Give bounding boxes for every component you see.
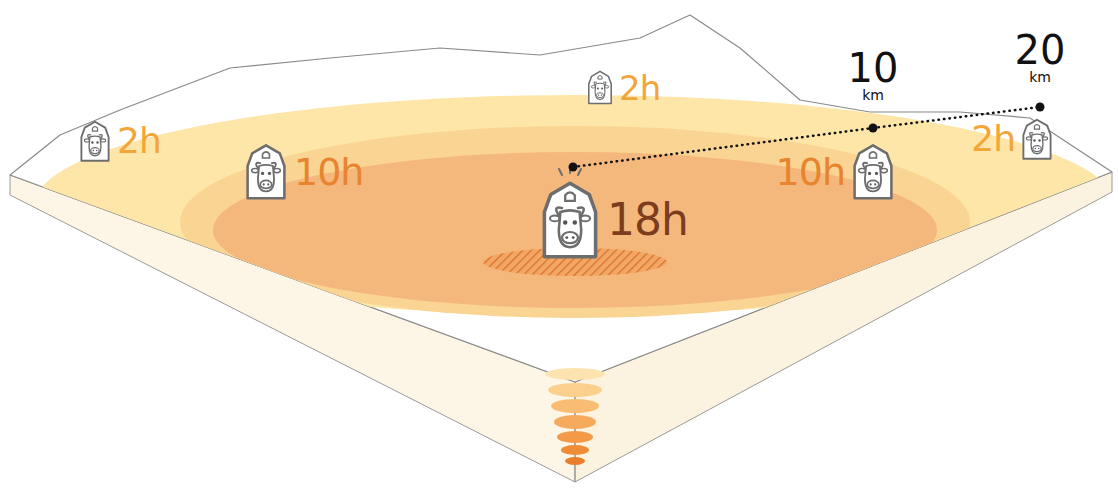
cow-ear	[273, 169, 280, 173]
cow-eye	[96, 141, 98, 143]
barn-outline	[544, 183, 595, 257]
barn-window	[870, 152, 877, 158]
source-wave	[545, 368, 605, 380]
cow-nostril	[1038, 148, 1040, 150]
barn-icon	[850, 143, 896, 201]
cow-muzzle	[562, 232, 578, 243]
cow-face	[559, 210, 581, 247]
cow-eye	[261, 172, 264, 175]
farm-node: 10h	[243, 143, 368, 201]
barn-icon	[243, 143, 289, 201]
cow-muzzle	[91, 148, 100, 154]
cow-nostril	[565, 236, 568, 239]
barn-outline	[855, 145, 892, 198]
barn-outline	[81, 122, 108, 161]
cow-ear	[252, 169, 259, 173]
source-wave	[548, 383, 602, 397]
barn-icon	[1020, 118, 1054, 161]
farm-node: 18h	[538, 180, 693, 260]
barn-outline	[589, 71, 611, 103]
barn-window	[565, 192, 575, 200]
alert-ray	[559, 169, 562, 175]
exposure-hours: 18h	[607, 198, 688, 242]
distance-label: 20 km	[1010, 30, 1070, 84]
barn-icon	[586, 70, 614, 105]
cow-ear	[591, 86, 595, 89]
exposure-hours: 2h	[619, 71, 660, 105]
exposure-hours: 2h	[971, 121, 1015, 157]
cow-nostril	[93, 150, 95, 152]
cow-ear	[1043, 137, 1048, 140]
cow-muzzle	[1033, 146, 1042, 152]
cow-nostril	[601, 95, 602, 96]
cow-nostril	[572, 236, 575, 239]
underground-source	[545, 368, 605, 465]
cow-muzzle	[597, 93, 604, 98]
exposure-hours: 2h	[117, 123, 161, 159]
middle-zone	[180, 126, 970, 318]
cow-face	[89, 136, 101, 156]
cow-eye	[563, 220, 567, 224]
distance-dot	[1036, 103, 1045, 112]
farm-node: 2h	[966, 118, 1054, 161]
cow-nostril	[96, 150, 98, 152]
barn-icon	[538, 180, 602, 260]
cow-nostril	[598, 95, 599, 96]
cow-ear	[550, 216, 560, 222]
cow-ear	[1026, 137, 1031, 140]
cow-eye	[91, 141, 93, 143]
barn-window	[1034, 125, 1039, 129]
source-wave	[561, 445, 589, 455]
cow-ear	[880, 169, 887, 173]
farm-node: 10h	[771, 143, 896, 201]
cow-eye	[868, 172, 871, 175]
cow-face	[1031, 134, 1043, 154]
source-wave	[565, 457, 585, 465]
inner-zone	[213, 152, 937, 308]
cow-ear	[605, 86, 609, 89]
cow-eye	[875, 172, 878, 175]
cow-nostril	[1035, 148, 1037, 150]
distance-label: 10 km	[843, 48, 903, 102]
barn-outline	[248, 145, 285, 198]
barn-window	[263, 152, 270, 158]
cow-ear	[84, 139, 89, 142]
barn-outline	[1023, 120, 1050, 159]
cow-ear	[859, 169, 866, 173]
cow-face	[595, 83, 605, 99]
cow-ear	[580, 216, 590, 222]
cow-nostril	[870, 183, 872, 185]
source-wave	[551, 399, 599, 413]
cow-nostril	[263, 183, 265, 185]
barn-window	[92, 127, 97, 131]
cow-eye	[1033, 139, 1035, 141]
cow-face	[258, 165, 274, 191]
exposure-hours: 10h	[294, 153, 363, 191]
barn-window	[598, 75, 602, 79]
farm-node: 2h	[586, 70, 665, 105]
distance-dot	[569, 163, 578, 172]
cow-eye	[1038, 139, 1040, 141]
exposure-hours: 10h	[776, 153, 845, 191]
cow-muzzle	[260, 180, 272, 188]
cow-eye	[597, 88, 599, 90]
alert-ray	[578, 169, 581, 175]
farm-node: 2h	[78, 120, 166, 163]
intensity-zones	[35, 95, 1115, 318]
cow-muzzle	[867, 180, 879, 188]
distance-dot	[869, 124, 878, 133]
barn-icon	[78, 120, 112, 163]
cow-eye	[268, 172, 271, 175]
cow-nostril	[267, 183, 269, 185]
cow-face	[865, 165, 881, 191]
cow-ear	[101, 139, 106, 142]
cow-eye	[601, 88, 603, 90]
cow-nostril	[874, 183, 876, 185]
cow-eye	[573, 220, 577, 224]
source-wave	[557, 431, 593, 443]
source-wave	[554, 415, 596, 429]
